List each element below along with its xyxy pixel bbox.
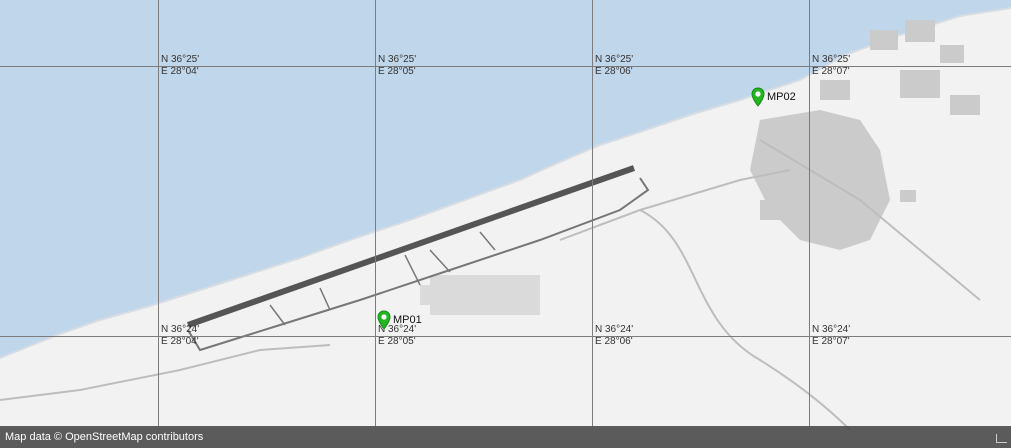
grid-label-lat: N 36°25' xyxy=(812,54,851,65)
grid-label-lat: N 36°24' xyxy=(812,324,851,335)
grid-label-lon: E 28°06' xyxy=(595,66,633,77)
grid-label-lon: E 28°06' xyxy=(595,336,633,347)
grid-label-lon: E 28°07' xyxy=(812,336,850,347)
grid-label-lon: E 28°07' xyxy=(812,66,850,77)
marker-label: MP02 xyxy=(767,91,796,103)
shoreline xyxy=(0,7,1011,359)
grid-label-lat: N 36°24' xyxy=(161,324,200,335)
grid-label-lon: E 28°04' xyxy=(161,336,199,347)
grid-label-bottom-3: N 36°24'E 28°06' xyxy=(595,324,633,348)
grid-label-bottom-2: N 36°24'E 28°05' xyxy=(378,324,416,348)
map-pin-icon[interactable] xyxy=(751,87,765,107)
town-area xyxy=(750,20,980,250)
runway xyxy=(187,165,635,328)
graticule xyxy=(0,0,1011,426)
marker-mp01[interactable]: MP01 xyxy=(377,310,422,330)
grid-label-lat: N 36°25' xyxy=(161,54,200,65)
grid-label-top-2: N 36°25'E 28°05' xyxy=(378,54,416,78)
grid-label-lat: N 36°24' xyxy=(595,324,634,335)
airport-apron xyxy=(420,275,540,315)
taxiway-connectors xyxy=(269,231,496,326)
grid-label-top-right: N 36°25'E 28°07' xyxy=(812,54,850,78)
resize-grip-icon[interactable] xyxy=(996,434,1007,443)
taxiway xyxy=(187,177,650,352)
grid-label-top-left: N 36°25'E 28°04' xyxy=(161,54,199,78)
grid-label-lat: N 36°25' xyxy=(595,54,634,65)
map-pin-icon[interactable] xyxy=(377,310,391,330)
grid-label-lon: E 28°05' xyxy=(378,66,416,77)
grid-label-lon: E 28°04' xyxy=(161,66,199,77)
map-attribution: Map data © OpenStreetMap contributors xyxy=(0,426,1011,448)
roads xyxy=(0,139,981,431)
grid-label-lon: E 28°05' xyxy=(378,336,416,347)
attribution-text: Map data © OpenStreetMap contributors xyxy=(5,431,204,443)
grid-label-bottom-right: N 36°24'E 28°07' xyxy=(812,324,850,348)
grid-label-bottom-left: N 36°24'E 28°04' xyxy=(161,324,199,348)
marker-label: MP01 xyxy=(393,314,422,326)
grid-label-lat: N 36°24' xyxy=(378,324,417,335)
grid-label-lat: N 36°25' xyxy=(378,54,417,65)
grid-label-top-3: N 36°25'E 28°06' xyxy=(595,54,633,78)
marker-mp02[interactable]: MP02 xyxy=(751,87,796,107)
